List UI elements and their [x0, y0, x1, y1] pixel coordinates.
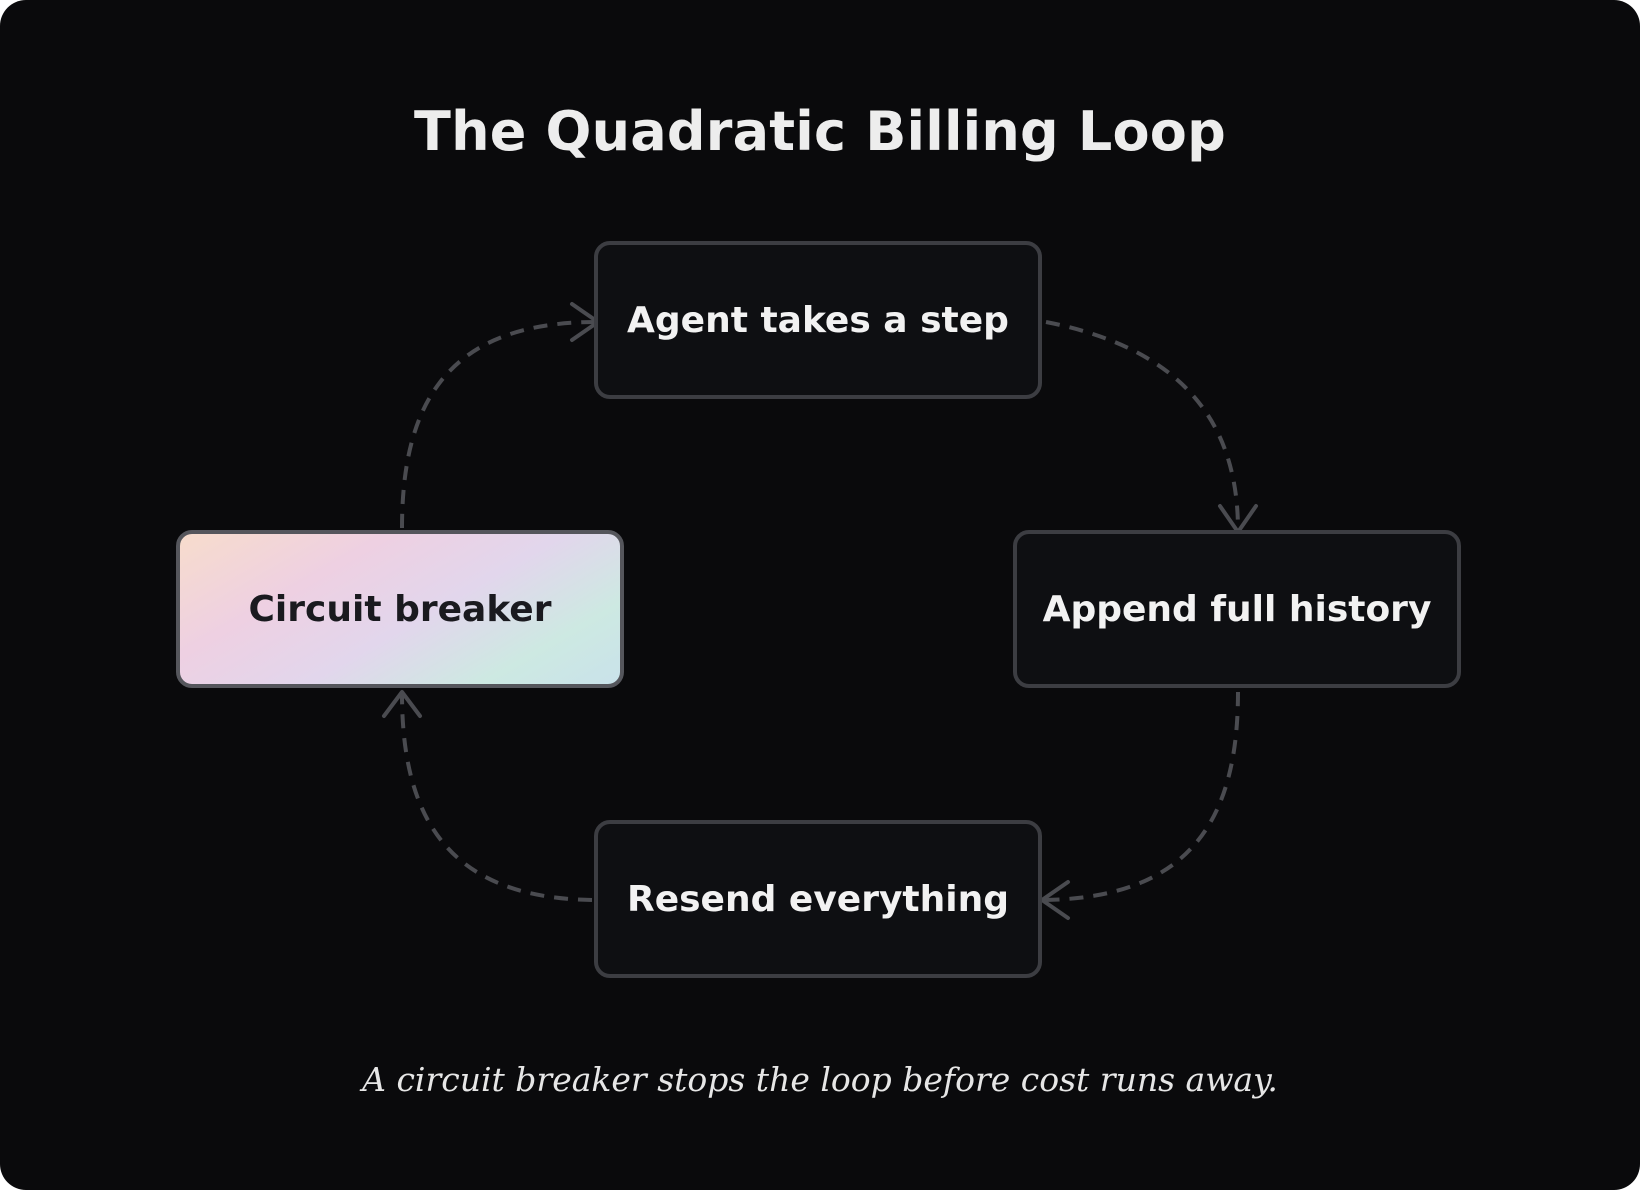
node-circuit-breaker: Circuit breaker: [176, 530, 624, 688]
node-resend-label: Resend everything: [626, 878, 1009, 920]
edge-breaker-to-agent: [400, 320, 597, 529]
node-append-history-label: Append full history: [1042, 588, 1432, 630]
arrowhead-breaker: [382, 690, 422, 718]
arrowhead-resend: [1040, 880, 1070, 920]
edge-agent-to-append: [1045, 320, 1240, 531]
node-append-history: Append full history: [1013, 530, 1461, 688]
edge-resend-to-breaker: [400, 693, 593, 902]
node-circuit-breaker-label: Circuit breaker: [248, 588, 552, 630]
diagram-title: The Quadratic Billing Loop: [414, 100, 1226, 163]
edge-append-to-resend: [1043, 691, 1240, 902]
node-agent-step-label: Agent takes a step: [627, 299, 1009, 341]
node-resend: Resend everything: [594, 820, 1042, 978]
diagram-caption: A circuit breaker stops the loop before …: [362, 1060, 1278, 1099]
node-agent-step: Agent takes a step: [594, 241, 1042, 399]
